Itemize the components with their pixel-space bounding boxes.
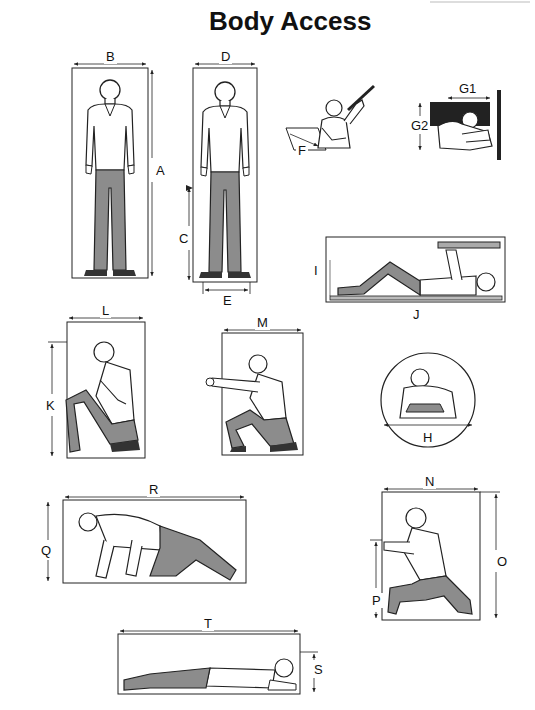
dimension-label: P [370, 593, 383, 608]
dimension-label: R [147, 482, 160, 497]
dimension-label: I [312, 263, 320, 278]
dimension-label: B [104, 49, 117, 64]
dimension-label: T [202, 616, 214, 631]
dimension-label: D [219, 49, 232, 64]
dimension-label: N [423, 474, 436, 489]
dimension-label: Q [39, 543, 53, 558]
dimension-label: F [296, 143, 308, 158]
dimension-label: O [495, 554, 509, 569]
dimension-label: E [221, 293, 234, 308]
dimension-label: J [411, 307, 422, 322]
dimension-label: C [177, 231, 190, 246]
dimension-label: K [44, 398, 57, 413]
dimension-label: A [154, 163, 167, 178]
dimension-label: G2 [409, 118, 430, 133]
title: Body Access [209, 6, 371, 36]
dimension-label: S [312, 662, 325, 677]
dimension-label: H [421, 430, 434, 445]
dimension-label: G1 [457, 81, 478, 96]
dimension-label: M [255, 315, 270, 330]
dimension-label: L [100, 303, 111, 318]
